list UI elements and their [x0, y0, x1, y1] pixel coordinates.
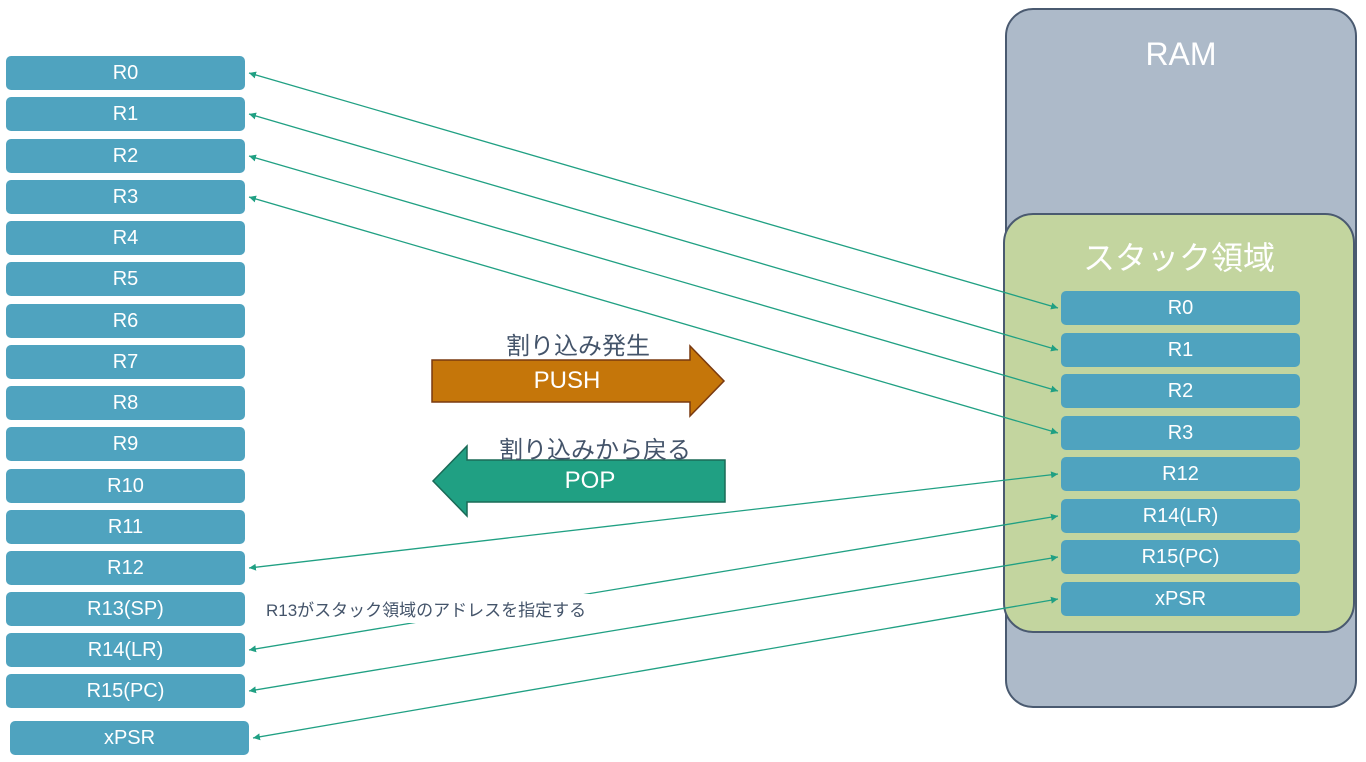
stack-register-r3: R3: [1061, 416, 1300, 450]
r13-note: R13がスタック領域のアドレスを指定する: [262, 594, 591, 623]
cpu-register-r5: R5: [6, 262, 245, 296]
cpu-register-r4: R4: [6, 221, 245, 255]
link-arrow-r15pc: [248, 554, 1059, 694]
cpu-register-r8: R8: [6, 386, 245, 420]
cpu-register-r15pc: R15(PC): [6, 674, 245, 708]
cpu-register-r14lr: R14(LR): [6, 633, 245, 667]
link-arrow-r1: [248, 112, 1059, 352]
stack-register-r1: R1: [1061, 333, 1300, 367]
pop-label: POP: [564, 467, 616, 494]
link-arrow-r0: [248, 71, 1059, 310]
pop-caption: 割り込みから戻る: [499, 437, 691, 464]
cpu-register-r3: R3: [6, 180, 245, 214]
cpu-register-xpsr: xPSR: [10, 721, 249, 755]
cpu-register-r12: R12: [6, 551, 245, 585]
ram-title: RAM: [1145, 36, 1217, 72]
stack-register-r14lr: R14(LR): [1061, 499, 1300, 533]
cpu-register-r0: R0: [6, 56, 245, 90]
stack-register-xpsr: xPSR: [1061, 582, 1300, 616]
cpu-register-r11: R11: [6, 510, 245, 544]
cpu-register-r9: R9: [6, 427, 245, 461]
cpu-register-r10: R10: [6, 469, 245, 503]
link-arrow-r14lr: [248, 513, 1059, 653]
stack-area-title: スタック領域: [1082, 240, 1275, 276]
push-label: PUSH: [533, 367, 601, 394]
stack-register-r15pc: R15(PC): [1061, 540, 1300, 574]
stack-register-r0: R0: [1061, 291, 1300, 325]
push-caption: 割り込み発生: [506, 333, 650, 360]
cpu-register-r7: R7: [6, 345, 245, 379]
link-arrow-r3: [248, 195, 1059, 435]
stack-register-r12: R12: [1061, 457, 1300, 491]
cpu-register-r2: R2: [6, 139, 245, 173]
cpu-register-r1: R1: [6, 97, 245, 131]
cpu-register-r13sp: R13(SP): [6, 592, 245, 626]
stack-register-r2: R2: [1061, 374, 1300, 408]
cpu-register-r6: R6: [6, 304, 245, 338]
